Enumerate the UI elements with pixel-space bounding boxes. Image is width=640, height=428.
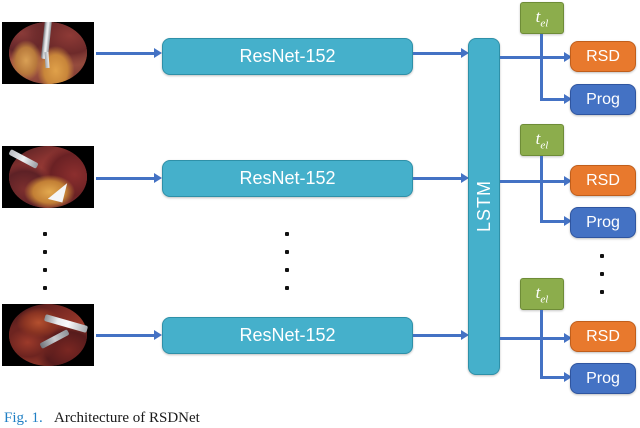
line-tel2-down xyxy=(540,156,543,222)
rsd-label-3: RSD xyxy=(586,327,620,345)
arrowhead-prog-1 xyxy=(564,94,572,104)
line-lstm-to-rsd-1 xyxy=(500,56,568,59)
arrow-resnet2-to-lstm xyxy=(413,177,463,180)
ellipsis-right xyxy=(600,254,604,294)
prog-label-2: Prog xyxy=(586,213,620,231)
arrowhead-resnet2-to-lstm xyxy=(461,173,469,183)
line-lstm-to-rsd-3 xyxy=(500,337,568,340)
rsd-label-1: RSD xyxy=(586,47,620,65)
arrow-frame1-to-resnet1 xyxy=(96,52,154,55)
resnet-label-1: ResNet-152 xyxy=(239,46,336,66)
arrow-resnet1-to-lstm xyxy=(413,52,463,55)
prog-box-3[interactable]: Prog xyxy=(570,363,636,394)
tel-label-2: tel xyxy=(535,128,549,152)
arrowhead-frame1-to-resnet1 xyxy=(154,48,162,58)
line-tel3-down xyxy=(540,310,543,378)
endoscopic-frame-3 xyxy=(2,304,94,366)
tel-label-1: tel xyxy=(535,6,549,30)
line-lstm-to-rsd-2 xyxy=(500,180,568,183)
endoscope-lens-3 xyxy=(9,304,87,366)
arrowhead-frame2-to-resnet2 xyxy=(154,173,162,183)
arrowhead-rsd-2 xyxy=(564,176,572,186)
arrowhead-rsd-1 xyxy=(564,52,572,62)
resnet-label-3: ResNet-152 xyxy=(239,325,336,345)
figure-caption: Fig. 1. Architecture of RSDNet xyxy=(4,410,200,427)
endoscopic-frame-2 xyxy=(2,146,94,208)
prog-label-1: Prog xyxy=(586,90,620,108)
rsd-box-1[interactable]: RSD xyxy=(570,41,636,72)
resnet-label-2: ResNet-152 xyxy=(239,168,336,188)
ellipsis-middle xyxy=(285,232,289,290)
arrow-frame3-to-resnet3 xyxy=(96,334,154,337)
arrowhead-rsd-3 xyxy=(564,333,572,343)
arrowhead-frame3-to-resnet3 xyxy=(154,330,162,340)
ellipsis-left xyxy=(43,232,47,290)
rsd-label-2: RSD xyxy=(586,171,620,189)
arrowhead-resnet1-to-lstm xyxy=(461,48,469,58)
line-tel1-to-prog xyxy=(540,98,568,101)
arrowhead-prog-2 xyxy=(564,216,572,226)
figure-number: Fig. 1. xyxy=(4,410,43,426)
arrow-resnet3-to-lstm xyxy=(413,334,463,337)
rsd-box-3[interactable]: RSD xyxy=(570,321,636,352)
prog-box-1[interactable]: Prog xyxy=(570,84,636,115)
tel-box-3[interactable]: tel xyxy=(520,278,564,310)
prog-label-3: Prog xyxy=(586,369,620,387)
arrowhead-resnet3-to-lstm xyxy=(461,330,469,340)
figure-caption-text: Architecture of RSDNet xyxy=(54,410,200,426)
resnet-box-2[interactable]: ResNet-152 xyxy=(162,160,413,197)
endoscopic-frame-1 xyxy=(2,22,94,84)
resnet-box-3[interactable]: ResNet-152 xyxy=(162,317,413,354)
line-tel1-down xyxy=(540,34,543,100)
tel-label-3: tel xyxy=(535,282,549,306)
tel-box-2[interactable]: tel xyxy=(520,124,564,156)
tel-box-1[interactable]: tel xyxy=(520,2,564,34)
lstm-label: LSTM xyxy=(473,180,494,233)
line-tel3-to-prog xyxy=(540,376,568,379)
lstm-box[interactable]: LSTM xyxy=(468,38,500,375)
rsd-box-2[interactable]: RSD xyxy=(570,165,636,196)
line-tel2-to-prog xyxy=(540,220,568,223)
resnet-box-1[interactable]: ResNet-152 xyxy=(162,38,413,75)
prog-box-2[interactable]: Prog xyxy=(570,207,636,238)
arrow-frame2-to-resnet2 xyxy=(96,177,154,180)
arrowhead-prog-3 xyxy=(564,372,572,382)
